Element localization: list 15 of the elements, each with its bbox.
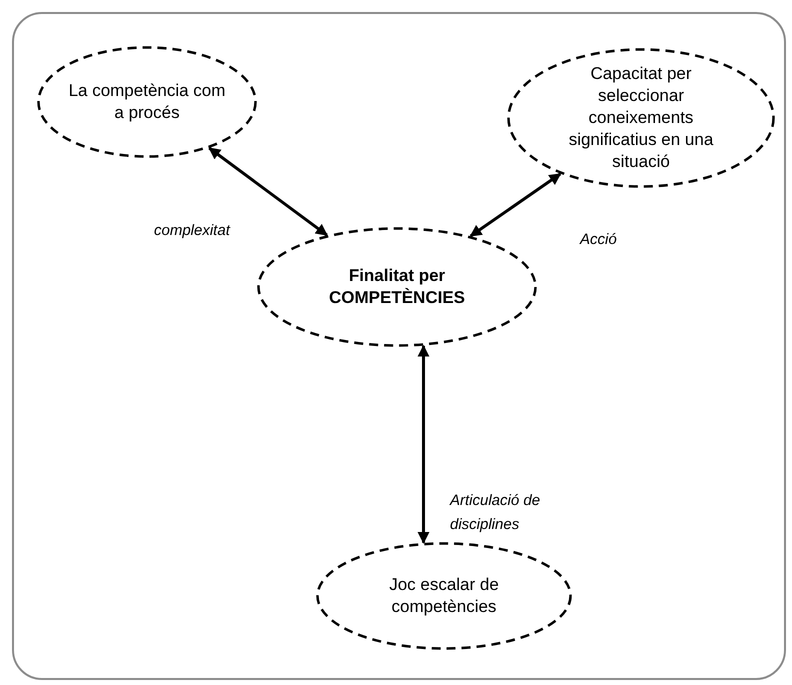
frame-box xyxy=(12,12,786,680)
node-text: Joc escalar de competències xyxy=(388,574,500,618)
double-arrow xyxy=(418,344,430,544)
node-text: Capacitat per seleccionar coneixements significatius en una situació xyxy=(568,63,714,173)
double-arrow xyxy=(470,172,562,238)
node-text: Finalitat per COMPETÈNCIES xyxy=(328,265,466,309)
edge-label: complexitat xyxy=(154,221,232,241)
dashed-ellipse xyxy=(37,46,257,158)
edge-label: Articulació de disciplines xyxy=(450,491,542,535)
node-text: La competència com a procés xyxy=(68,80,226,124)
double-arrow xyxy=(208,146,328,236)
dashed-ellipse xyxy=(257,227,537,347)
edge-label: Acció xyxy=(580,230,618,250)
dashed-ellipse xyxy=(316,542,572,650)
dashed-ellipse xyxy=(507,48,775,188)
